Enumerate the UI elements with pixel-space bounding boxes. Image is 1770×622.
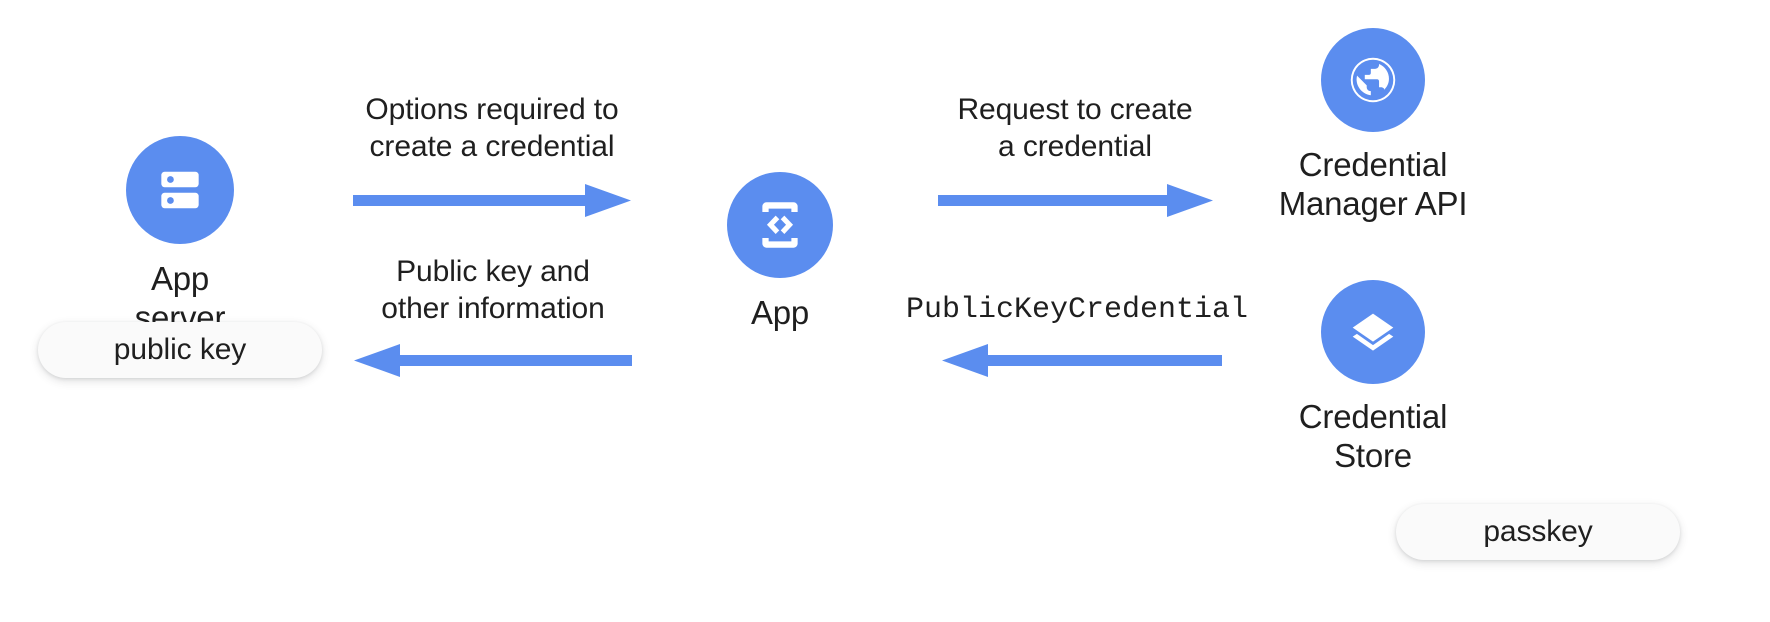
app-code-phone-icon (762, 202, 798, 248)
node-app: App (720, 172, 840, 333)
credential-store-icon-circle (1321, 280, 1425, 384)
flow-label-public-key-and-other-information: Public key and other information (381, 255, 605, 325)
app-icon-circle (727, 172, 833, 278)
arrow-left-public-key-credential (942, 343, 1222, 377)
node-credential-store: Credential Store (1258, 280, 1488, 476)
node-label-credential-manager-api: Credential Manager API (1278, 146, 1468, 222)
app-server-icon-circle (126, 136, 234, 244)
flow-options-required: Options required to create a credential (346, 92, 638, 223)
flow-public-key-and-other-information: Public key and other information (350, 254, 636, 383)
globe-icon (1350, 57, 1396, 103)
flow-public-key-credential: PublicKeyCredential (906, 292, 1248, 383)
flow-label-options-required: Options required to create a credential (365, 93, 619, 163)
server-icon (161, 171, 199, 209)
node-label-app: App (750, 294, 810, 331)
chip-passkey: passkey (1396, 504, 1680, 560)
arrow-left-public-key-and-other-information (354, 344, 632, 378)
chip-passkey-label: passkey (1483, 515, 1593, 548)
layers-icon (1352, 313, 1394, 351)
flow-label-public-key-credential: PublicKeyCredential (905, 293, 1249, 327)
credential-manager-api-icon-circle (1321, 28, 1425, 132)
arrow-right-request-to-create (937, 184, 1213, 218)
flow-request-to-create: Request to create a credential (930, 92, 1220, 223)
node-label-credential-store: Credential Store (1298, 398, 1448, 474)
chip-public-key: public key (38, 322, 322, 378)
chip-public-key-label: public key (113, 333, 247, 366)
node-credential-manager-api: Credential Manager API (1270, 28, 1476, 224)
flow-label-request-to-create: Request to create a credential (957, 93, 1193, 163)
node-app-server: App server (104, 136, 256, 338)
arrow-right-options-required (353, 184, 631, 218)
